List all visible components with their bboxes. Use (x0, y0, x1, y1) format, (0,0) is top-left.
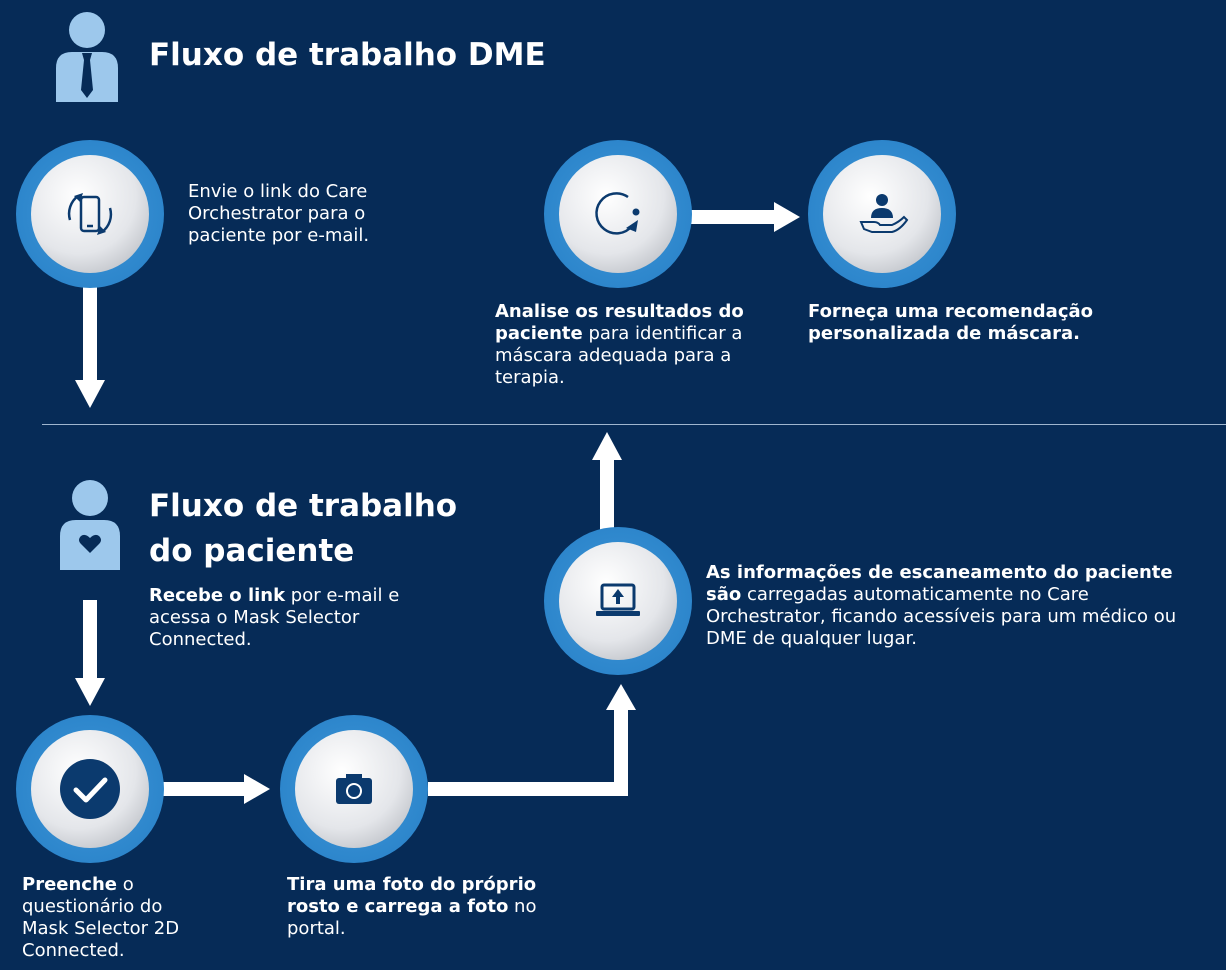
dme-step2-circle (544, 140, 692, 288)
arrow-head-patient-right (244, 774, 270, 804)
camera-icon (336, 774, 372, 804)
patient-step3-text: As informações de escaneamento do pacien… (706, 562, 1177, 649)
section-divider (42, 424, 1226, 425)
hand-person-icon (859, 194, 909, 233)
arrow-shaft-to-upload-h (428, 782, 628, 796)
arrow-head-up-to-dme (592, 432, 622, 460)
arrow-head-dme-right (774, 202, 800, 232)
patient-step2-circle (280, 715, 428, 863)
patient-step1-text: Preenche o questionário do Mask Selector… (22, 874, 180, 961)
patient-step3-circle (544, 527, 692, 675)
arrow-head-patient-down (75, 678, 105, 706)
dme-step2-text: Analise os resultados do paciente para i… (495, 301, 744, 388)
patient-heading: Fluxo de trabalho do paciente (149, 488, 458, 569)
dme-step1-circle (16, 140, 164, 288)
laptop-upload-icon (596, 583, 640, 616)
arrow-head-to-upload (606, 684, 636, 710)
dme-step3-text: Forneça uma recomendação personalizada d… (808, 301, 1094, 344)
dme-heading: Fluxo de trabalho DME (149, 37, 546, 73)
patient-step1-circle (16, 715, 164, 863)
arrow-head-dme-down (75, 380, 105, 408)
arrow-shaft-patient-right (160, 782, 246, 796)
arrow-shaft-dme-right (690, 210, 776, 224)
patient-intro-text: Recebe o link por e-mail e acessa o Mask… (149, 585, 400, 650)
checkmark-icon (60, 759, 120, 819)
refresh-icon (595, 192, 640, 235)
arrow-shaft-up-to-dme (600, 458, 614, 530)
businessman-icon (56, 12, 118, 102)
dme-step1-text: Envie o link do Care Orchestrator para o… (188, 181, 370, 246)
patient-heart-icon (60, 480, 120, 570)
arrow-shaft-to-upload-v (614, 708, 628, 796)
arrow-shaft-dme-down (83, 278, 97, 382)
phone-sync-icon (67, 193, 113, 235)
dme-step3-circle (808, 140, 956, 288)
arrow-shaft-patient-down (83, 600, 97, 680)
patient-step2-text: Tira uma foto do próprio rosto e carrega… (287, 874, 537, 939)
